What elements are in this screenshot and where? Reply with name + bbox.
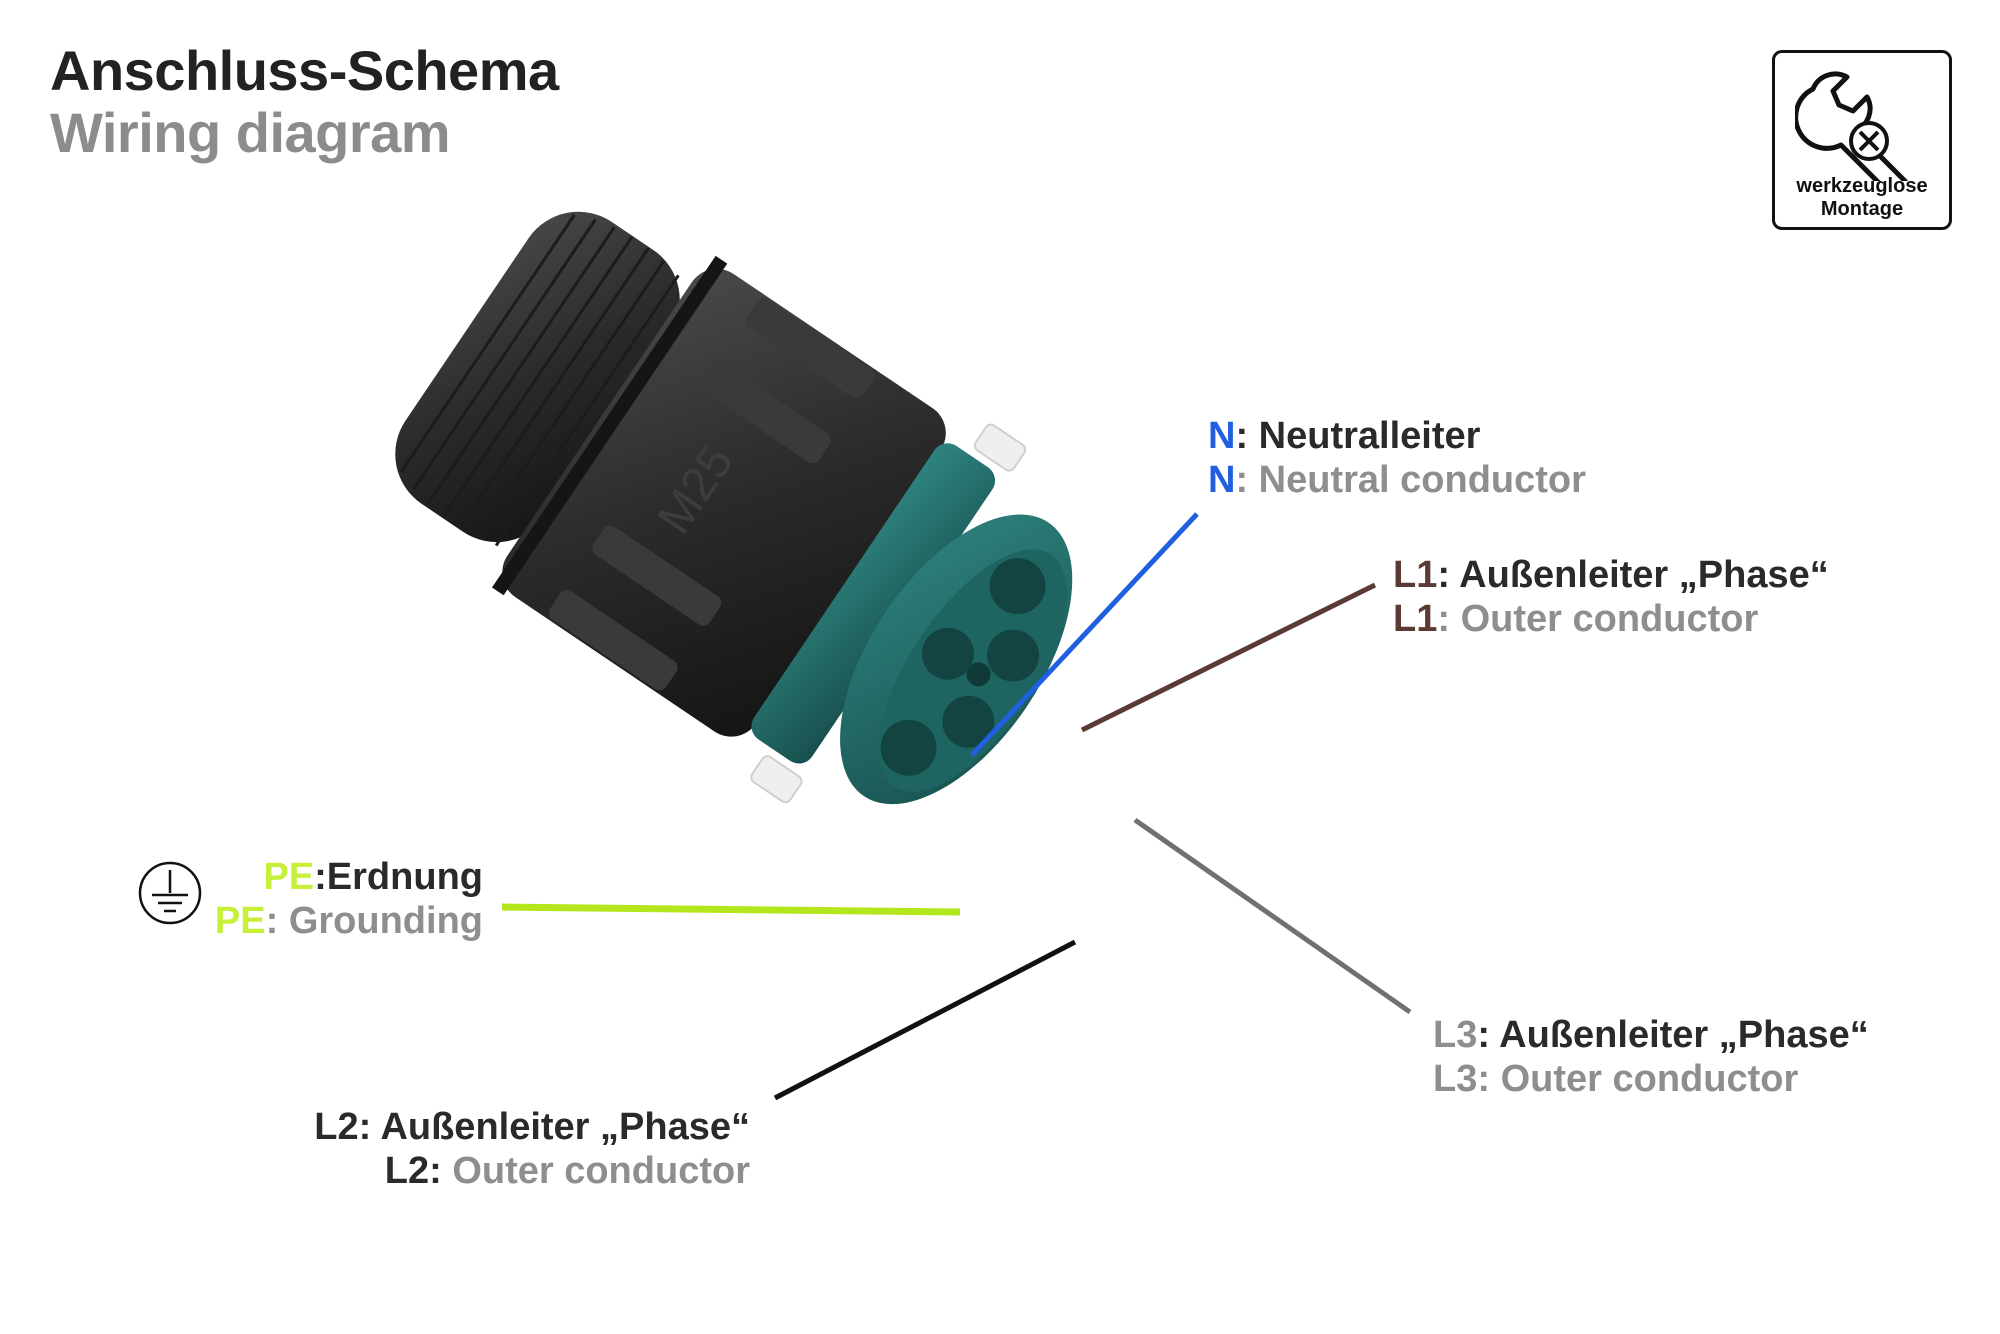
label-n-en: N: Neutral conductor [1208,459,1586,501]
label-pe-code: PE [263,856,315,898]
leader-line-l1 [1080,582,1377,733]
connector-housing [502,268,946,737]
ground-symbol-icon [138,861,202,925]
label-l3-code: L3 [1433,1014,1478,1056]
label-l1-en: L1: Outer conductor [1393,598,1759,640]
leader-line-n [970,512,1199,757]
label-l2-code: L2 [314,1106,359,1148]
leader-line-pe [501,903,961,916]
label-l3-en: L3: Outer conductor [1433,1058,1799,1100]
label-pe-en: PE: Grounding [214,900,483,942]
label-n-code: N [1208,415,1236,457]
label-l1-code: L1 [1393,554,1438,596]
clip-top [973,423,1027,472]
label-l2-de: L2: Außenleiter „Phase“ [314,1106,750,1148]
leader-line-l2 [773,939,1077,1101]
label-l3-de: L3: Außenleiter „Phase“ [1433,1014,1869,1056]
title-german: Anschluss-Schema [50,39,559,102]
badge-text-line1: werkzeuglose [1796,175,1928,197]
teal-coupling-ring [751,443,996,764]
tool-free-badge: werkzeuglose Montage [1772,50,1952,230]
label-pe-text-en: Grounding [288,900,483,942]
label-l1-de: L1: Außenleiter „Phase“ [1393,554,1829,596]
label-n-text-en: Neutral conductor [1258,459,1586,501]
label-pe-de: PE:Erdnung [263,856,483,898]
leader-line-l3 [1133,817,1412,1015]
label-l2-en: L2: Outer conductor [384,1150,750,1192]
wrench-crossed-icon [1795,71,1908,181]
clip-bottom [750,755,803,804]
label-l3-text-de: Außenleiter „Phase“ [1499,1014,1869,1056]
label-pe-text-de: Erdnung [326,856,483,898]
title-english: Wiring diagram [50,101,451,164]
label-l2-text-en: Outer conductor [452,1150,750,1192]
label-l3-text-en: Outer conductor [1500,1058,1799,1100]
label-n-text-de: Neutralleiter [1258,415,1481,457]
label-l1-text-en: Outer conductor [1460,598,1759,640]
label-l1-text-de: Außenleiter „Phase“ [1459,554,1829,596]
label-l2-text-de: Außenleiter „Phase“ [380,1106,750,1148]
label-n-de: N: Neutralleiter [1208,415,1481,457]
badge-text-line2: Montage [1820,198,1904,220]
